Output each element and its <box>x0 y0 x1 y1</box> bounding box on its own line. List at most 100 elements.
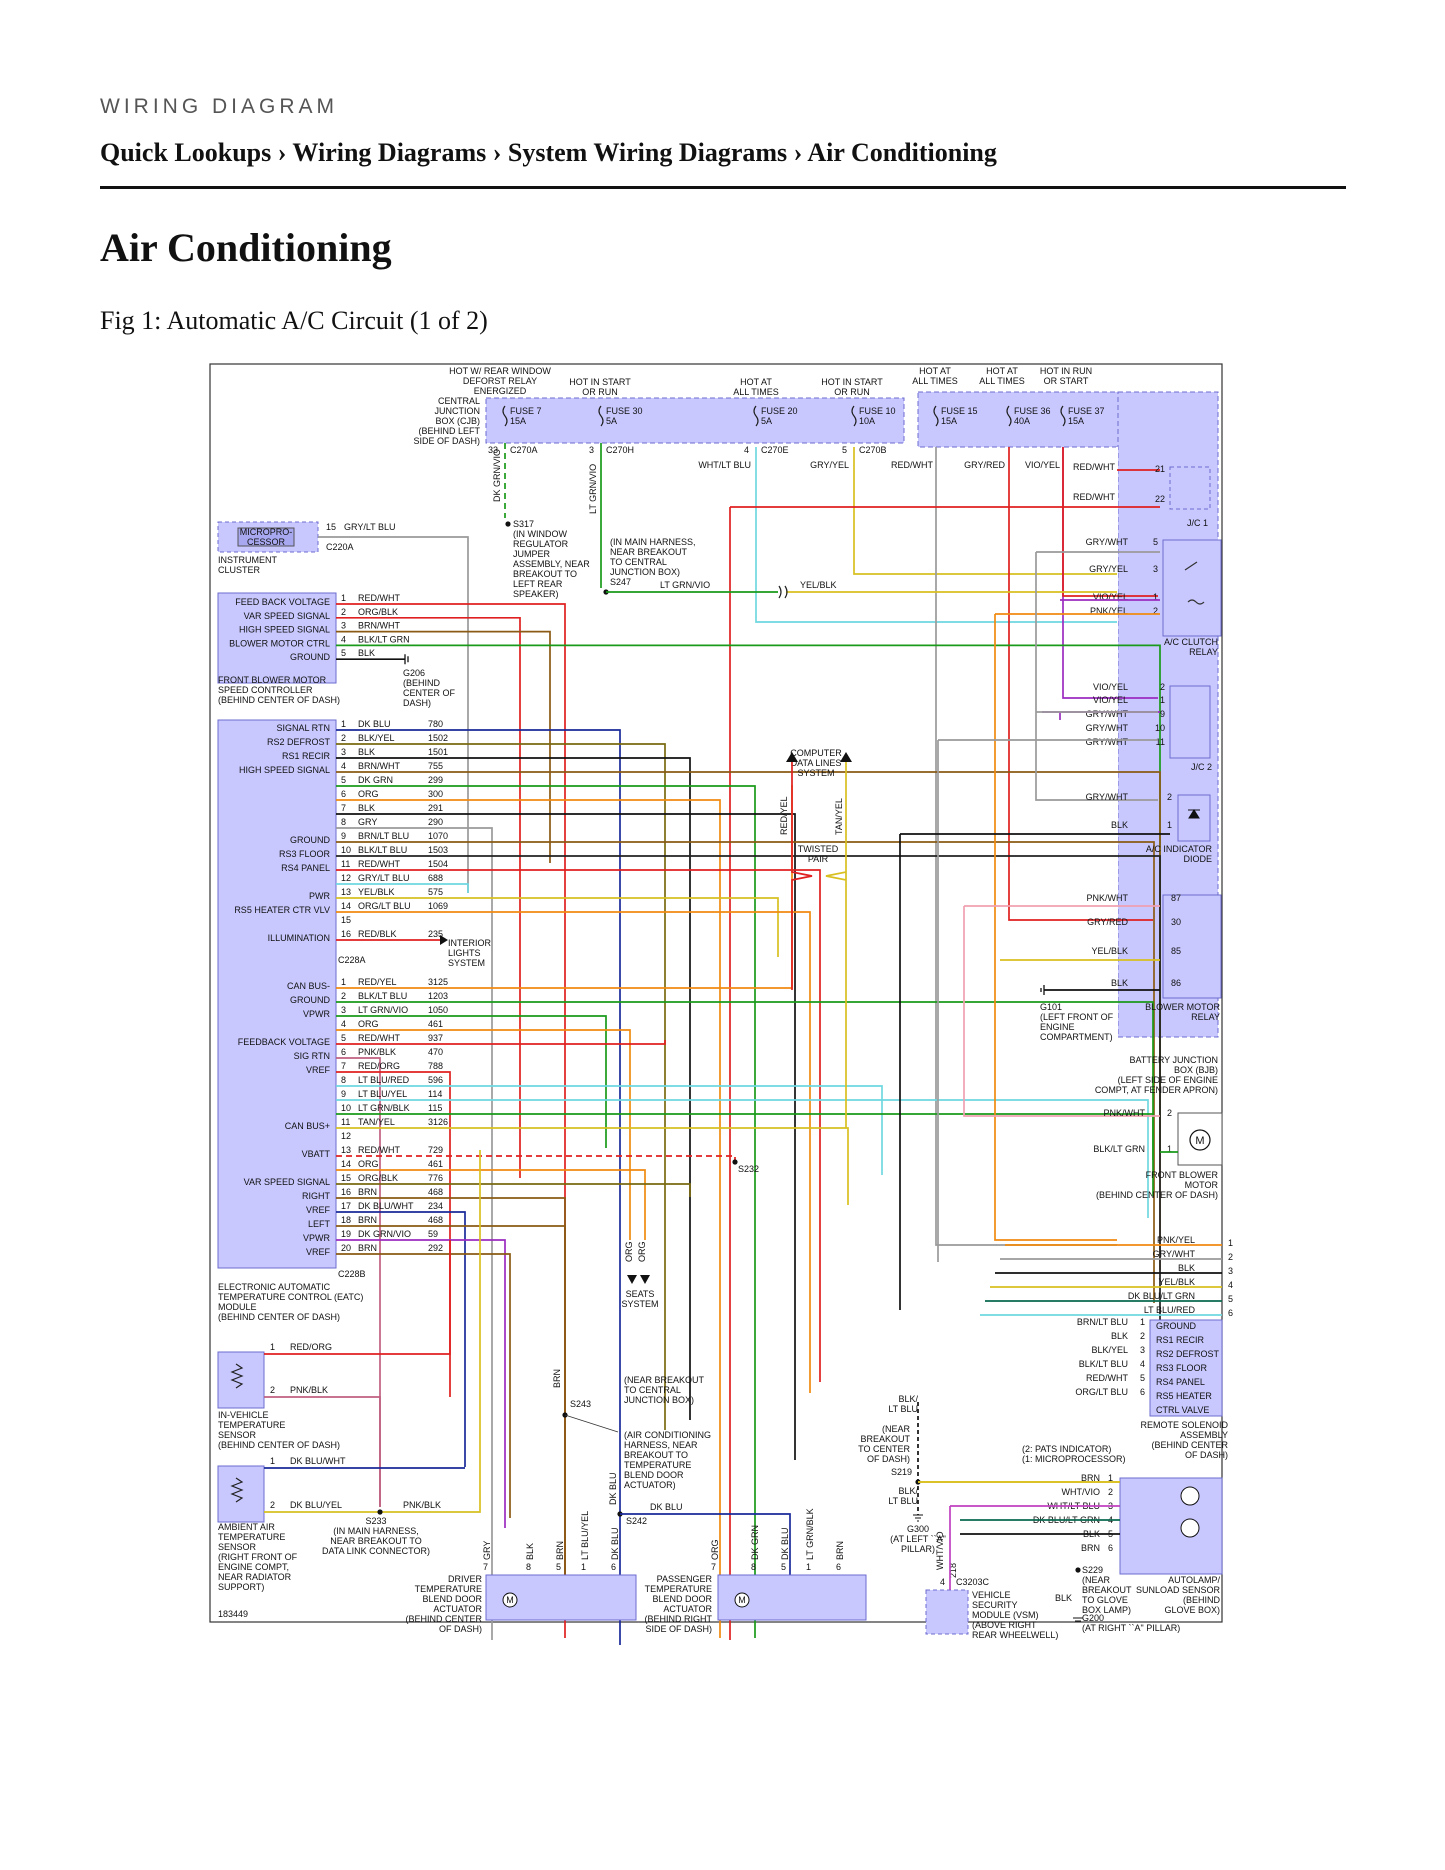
pin-number: 5 <box>1153 537 1158 547</box>
system-label: COMPUTER <box>790 748 842 758</box>
pin-number: 3 <box>341 621 346 631</box>
wire <box>336 785 793 989</box>
wire <box>336 1253 511 1518</box>
circuit-number: 755 <box>428 761 443 771</box>
breadcrumb[interactable]: Quick Lookups › Wiring Diagrams › System… <box>100 138 997 167</box>
ground-label: DASH) <box>403 698 431 708</box>
pin-number: 2 <box>1140 1331 1145 1341</box>
module-label: TEMPERATURE <box>415 1584 482 1594</box>
remote-solenoid-assembly <box>1149 1319 1223 1417</box>
wire-label: VIO/YEL <box>1025 460 1060 470</box>
motor-letter: M <box>1195 1135 1204 1147</box>
pin-number: 9 <box>341 831 346 841</box>
wire-label: GRY/LT BLU <box>358 873 410 883</box>
pin-function: CAN BUS+ <box>285 1121 330 1131</box>
wire-label: BRN <box>358 1243 377 1253</box>
fuse-label: FUSE 10 <box>859 406 896 416</box>
module-label: MOTOR <box>1185 1180 1219 1190</box>
pin-number: 8 <box>526 1562 531 1572</box>
pin-function: FEED BACK VOLTAGE <box>235 597 330 607</box>
wire <box>318 536 469 893</box>
circuit-number: 235 <box>428 929 443 939</box>
splice-note: (IN WINDOW <box>513 529 567 539</box>
wire-label: LT BLU <box>888 1496 918 1506</box>
pin-function: LEFT <box>308 1219 331 1229</box>
system-label: INTERIOR <box>448 938 492 948</box>
fuse-symbol <box>933 405 939 427</box>
module-label: MODULE <box>218 1302 257 1312</box>
pin-number: 4 <box>1140 1359 1145 1369</box>
splice-note: BOX LAMP) <box>1082 1605 1131 1615</box>
motor-letter: M <box>506 1595 514 1605</box>
wire-label: ORG <box>624 1241 634 1262</box>
wire <box>336 1183 691 1197</box>
wire-label: RED/YEL <box>779 796 789 835</box>
wire-label: DK BLU/YEL <box>290 1500 342 1510</box>
wire <box>963 906 1160 1117</box>
connector-name: C270B <box>859 445 887 455</box>
wire <box>336 869 821 1382</box>
s317-splice <box>505 521 511 527</box>
wire-label: DK GRN <box>358 775 393 785</box>
wire-label: PNK/BLK <box>358 1047 396 1057</box>
wire-label: BRN <box>835 1541 845 1560</box>
wire <box>336 1211 466 1467</box>
pin-number: 2 <box>1167 1108 1172 1118</box>
pin-number: 10 <box>341 1103 351 1113</box>
pin-number: 1 <box>1160 695 1165 705</box>
junction-connector-1 <box>1169 466 1211 510</box>
module-label: OF DASH) <box>439 1624 482 1634</box>
pin-function: GROUND <box>1156 1321 1196 1331</box>
connector-name: C270H <box>606 445 634 455</box>
wire-label: GRY/YEL <box>1089 564 1128 574</box>
s229-splice <box>1075 1567 1081 1573</box>
pin-number: 7 <box>341 803 346 813</box>
splice-note: (NEAR <box>1082 1575 1111 1585</box>
fuse-label: FUSE 15 <box>941 406 978 416</box>
wire <box>336 827 493 1640</box>
s232-splice <box>732 1159 738 1165</box>
ground-label: (BEHIND <box>403 678 441 688</box>
wire-label: GRY/WHT <box>1086 537 1129 547</box>
pin-number: 2 <box>341 991 346 1001</box>
pin-function: BLOWER MOTOR CTRL <box>229 638 330 648</box>
wire-label: LT BLU/RED <box>358 1075 410 1085</box>
pin-number: 13 <box>341 1145 351 1155</box>
module-label: TEMPERATURE <box>218 1420 285 1430</box>
wire-label: ORG <box>710 1539 720 1560</box>
ground-label: G300 <box>907 1524 929 1534</box>
pin-function: SIGNAL RTN <box>276 723 330 733</box>
pin-number: 5 <box>341 648 346 658</box>
wire <box>336 1015 607 1148</box>
module-label: SUNLOAD SENSOR <box>1136 1585 1221 1595</box>
circuit-number: 1070 <box>428 831 448 841</box>
wire <box>336 1225 566 1580</box>
wire-label: WHT/LT BLU <box>698 460 751 470</box>
pin-number: 8 <box>751 1562 756 1572</box>
connector-name: C3203C <box>956 1577 990 1587</box>
fuse-symbol <box>1006 405 1012 427</box>
wire-label: ORG/LT BLU <box>358 901 411 911</box>
wire-label: GRY/LT BLU <box>344 522 396 532</box>
wire-label: PNK/BLK <box>290 1385 328 1395</box>
module-label: A/C CLUTCH <box>1164 637 1218 647</box>
module-label: (ABOVE RIGHT <box>972 1620 1037 1630</box>
module-label: SECURITY <box>972 1600 1018 1610</box>
wire-label: GRY/WHT <box>1086 709 1129 719</box>
wire <box>336 883 469 893</box>
module-label: COMPT, AT FENDER APRON) <box>1095 1085 1218 1095</box>
module-label: GLOVE BOX) <box>1164 1605 1220 1615</box>
pin-function: RS3 FLOOR <box>1156 1363 1208 1373</box>
wire-label: GRY <box>358 817 377 827</box>
pin-number: 12 <box>341 1131 351 1141</box>
wire-label: GRY/RED <box>964 460 1005 470</box>
module-label: TEMPERATURE <box>645 1584 712 1594</box>
junction-label: J/C 2 <box>1191 762 1212 772</box>
circuit-number: 596 <box>428 1075 443 1085</box>
pin-number: 1 <box>581 1562 586 1572</box>
diagram-label: ALL TIMES <box>979 376 1025 386</box>
pin-number: 5 <box>556 1562 561 1572</box>
fuse-symbol <box>1060 405 1066 427</box>
fuse-label: FUSE 36 <box>1014 406 1051 416</box>
wire-label: BRN <box>1081 1543 1100 1553</box>
